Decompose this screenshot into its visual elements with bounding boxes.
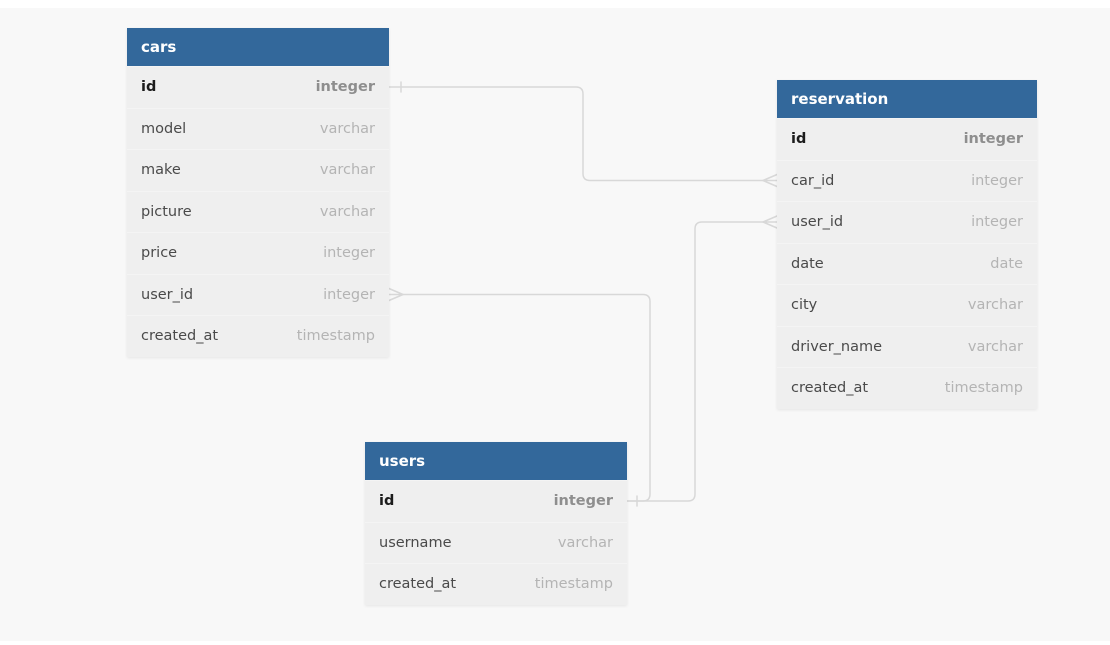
relation-cars-id-to-reservation-car-id[interactable] (388, 81, 778, 188)
field-name: username (379, 534, 452, 551)
field-type: varchar (319, 120, 375, 137)
field-type: integer (323, 245, 375, 262)
field-row-cars-user-id[interactable]: user_id integer (127, 273, 389, 315)
field-name: id (141, 79, 157, 96)
field-type: integer (323, 286, 375, 303)
field-name: make (141, 162, 181, 179)
relation-path[interactable] (388, 86, 764, 182)
field-type: timestamp (296, 328, 375, 345)
field-name: date (791, 255, 824, 272)
many-marker (762, 215, 778, 229)
field-type: varchar (967, 338, 1023, 355)
table-title: reservation (791, 90, 889, 108)
field-name: user_id (141, 286, 194, 303)
field-type: integer (963, 131, 1023, 148)
field-name: model (141, 120, 187, 137)
field-type: varchar (319, 162, 375, 179)
field-row-reservation-car-id[interactable]: car_id integer (777, 159, 1037, 201)
field-name: picture (141, 203, 192, 220)
field-row-reservation-driver-name[interactable]: driver_name varchar (777, 325, 1037, 367)
table-reservation[interactable]: reservation id integer car_id integer us… (777, 80, 1037, 409)
field-type: timestamp (944, 380, 1023, 397)
field-row-reservation-created-at[interactable]: created_at timestamp (777, 367, 1037, 409)
field-row-reservation-id[interactable]: id integer (777, 118, 1037, 160)
field-type: date (990, 255, 1023, 272)
table-reservation-header[interactable]: reservation (777, 80, 1037, 118)
field-row-users-created-at[interactable]: created_at timestamp (365, 563, 627, 605)
many-marker (762, 173, 778, 188)
field-row-cars-model[interactable]: model varchar (127, 107, 389, 149)
field-name: city (791, 297, 818, 314)
field-type: varchar (967, 297, 1023, 314)
field-type: integer (553, 493, 613, 510)
field-name: created_at (379, 576, 457, 593)
field-name: driver_name (791, 338, 883, 355)
bottom-edge-strip (0, 641, 1110, 645)
field-row-cars-price[interactable]: price integer (127, 232, 389, 274)
field-name: id (791, 131, 807, 148)
field-row-cars-picture[interactable]: picture varchar (127, 190, 389, 232)
relation-path[interactable] (626, 221, 764, 502)
field-name: created_at (791, 380, 869, 397)
field-row-users-username[interactable]: username varchar (365, 521, 627, 563)
field-name: id (379, 493, 395, 510)
field-name: user_id (791, 214, 844, 231)
field-name: price (141, 245, 178, 262)
field-name: car_id (791, 172, 835, 189)
table-cars-header[interactable]: cars (127, 28, 389, 66)
field-row-users-id[interactable]: id integer (365, 480, 627, 522)
field-type: timestamp (534, 576, 613, 593)
table-cars[interactable]: cars id integer model varchar make varch… (127, 28, 389, 357)
field-row-reservation-city[interactable]: city varchar (777, 284, 1037, 326)
field-row-cars-id[interactable]: id integer (127, 66, 389, 108)
field-type: integer (971, 214, 1023, 231)
table-title: cars (141, 38, 177, 56)
table-users[interactable]: users id integer username varchar create… (365, 442, 627, 605)
field-type: varchar (319, 203, 375, 220)
field-type: integer (315, 79, 375, 96)
field-name: created_at (141, 328, 219, 345)
field-row-cars-created-at[interactable]: created_at timestamp (127, 315, 389, 357)
field-type: varchar (557, 534, 613, 551)
field-row-reservation-date[interactable]: date date (777, 242, 1037, 284)
field-row-cars-make[interactable]: make varchar (127, 149, 389, 191)
field-row-reservation-user-id[interactable]: user_id integer (777, 201, 1037, 243)
field-type: integer (971, 172, 1023, 189)
relation-users-id-to-reservation-user-id[interactable] (626, 215, 778, 507)
table-users-header[interactable]: users (365, 442, 627, 480)
table-title: users (379, 452, 426, 470)
many-marker (388, 287, 404, 302)
top-edge-strip (0, 0, 1110, 8)
